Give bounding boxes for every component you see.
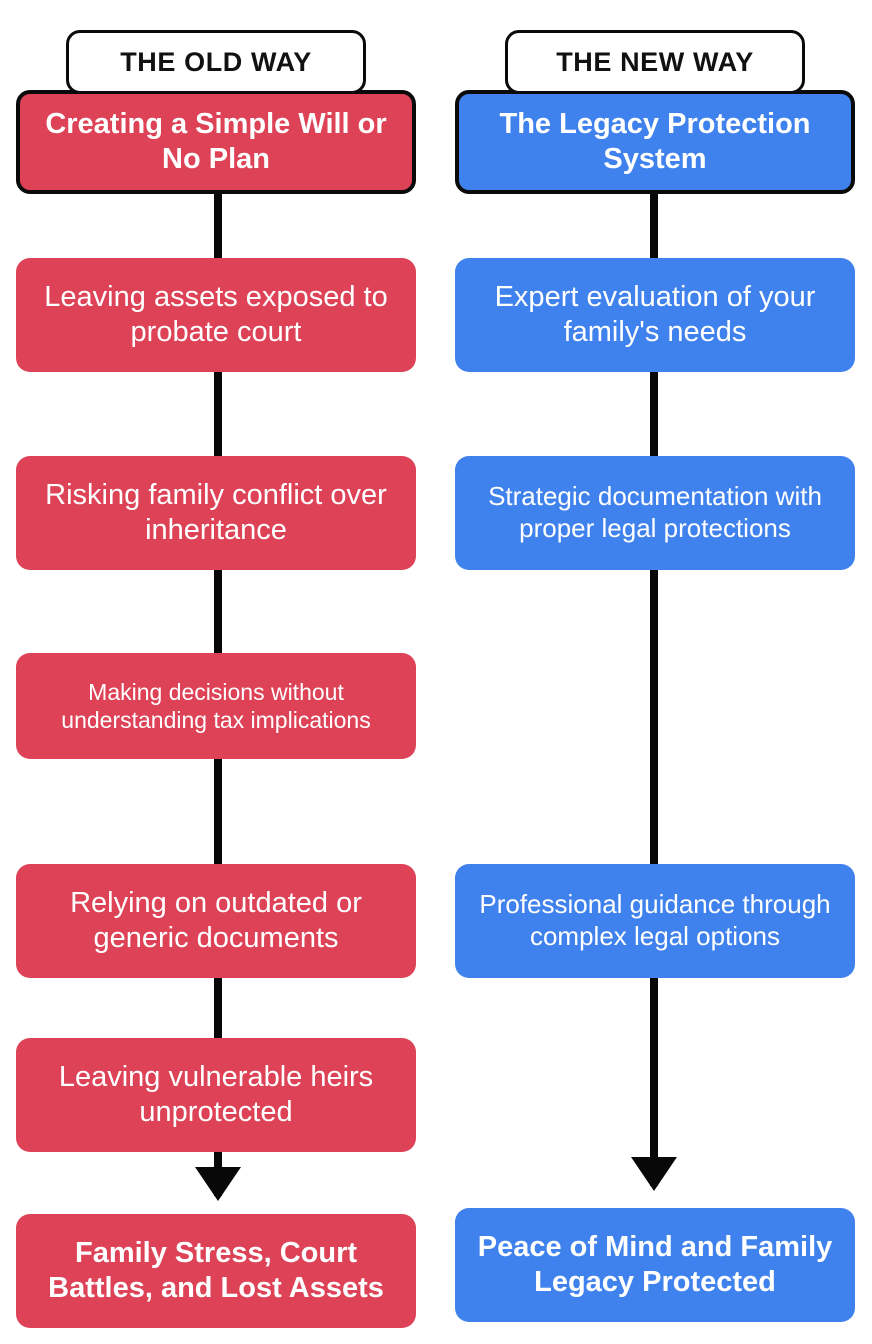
node-old-way-2-label: Leaving assets exposed to probate court [44, 280, 388, 348]
node-old-way-5[interactable]: Relying on outdated or generic documents [16, 864, 416, 978]
node-old-way-1-label: Creating a Simple Will or No Plan [45, 107, 387, 175]
node-new-way-2-label: Expert evaluation of your family's needs [494, 280, 816, 348]
node-new-way-5-label: Peace of Mind and Family Legacy Protecte… [477, 1230, 833, 1298]
header-label-new-way: THE NEW WAY [556, 46, 754, 77]
node-old-way-5-label: Relying on outdated or generic documents [70, 886, 362, 954]
node-new-way-3[interactable]: Strategic documentation with proper lega… [455, 456, 855, 570]
node-old-way-2[interactable]: Leaving assets exposed to probate court [16, 258, 416, 372]
node-new-way-5[interactable]: Peace of Mind and Family Legacy Protecte… [455, 1208, 855, 1322]
node-new-way-1-label: The Legacy Protection System [499, 107, 811, 175]
node-old-way-1[interactable]: Creating a Simple Will or No Plan [16, 90, 416, 194]
column-old-way: Creating a Simple Will or No Plan Leavin… [16, 30, 416, 1328]
node-old-way-6[interactable]: Leaving vulnerable heirs unprotected [16, 1038, 416, 1152]
node-old-way-4-label: Making decisions without understanding t… [61, 678, 371, 733]
node-new-way-1[interactable]: The Legacy Protection System [455, 90, 855, 194]
header-label-old-way: THE OLD WAY [120, 46, 312, 77]
arrowhead-icon-new-way [631, 1157, 677, 1191]
column-new-way: The Legacy Protection System Expert eval… [436, 0, 872, 1344]
node-old-way-4[interactable]: Making decisions without understanding t… [16, 653, 416, 759]
node-old-way-6-label: Leaving vulnerable heirs unprotected [58, 1060, 374, 1128]
header-pill-old-way: THE OLD WAY [66, 30, 366, 94]
node-old-way-3[interactable]: Risking family conflict over inheritance [16, 456, 416, 570]
header-pill-new-way: THE NEW WAY [505, 30, 805, 94]
node-old-way-7[interactable]: Family Stress, Court Battles, and Lost A… [16, 1214, 416, 1328]
arrowhead-icon-old-way [195, 1167, 241, 1201]
node-old-way-3-label: Risking family conflict over inheritance [45, 478, 387, 546]
node-new-way-3-label: Strategic documentation with proper lega… [488, 481, 822, 543]
node-new-way-2[interactable]: Expert evaluation of your family's needs [455, 258, 855, 372]
connector-line-new-way [650, 186, 658, 1186]
node-old-way-7-label: Family Stress, Court Battles, and Lost A… [48, 1236, 384, 1304]
node-new-way-4[interactable]: Professional guidance through complex le… [455, 864, 855, 978]
node-new-way-4-label: Professional guidance through complex le… [479, 889, 831, 951]
